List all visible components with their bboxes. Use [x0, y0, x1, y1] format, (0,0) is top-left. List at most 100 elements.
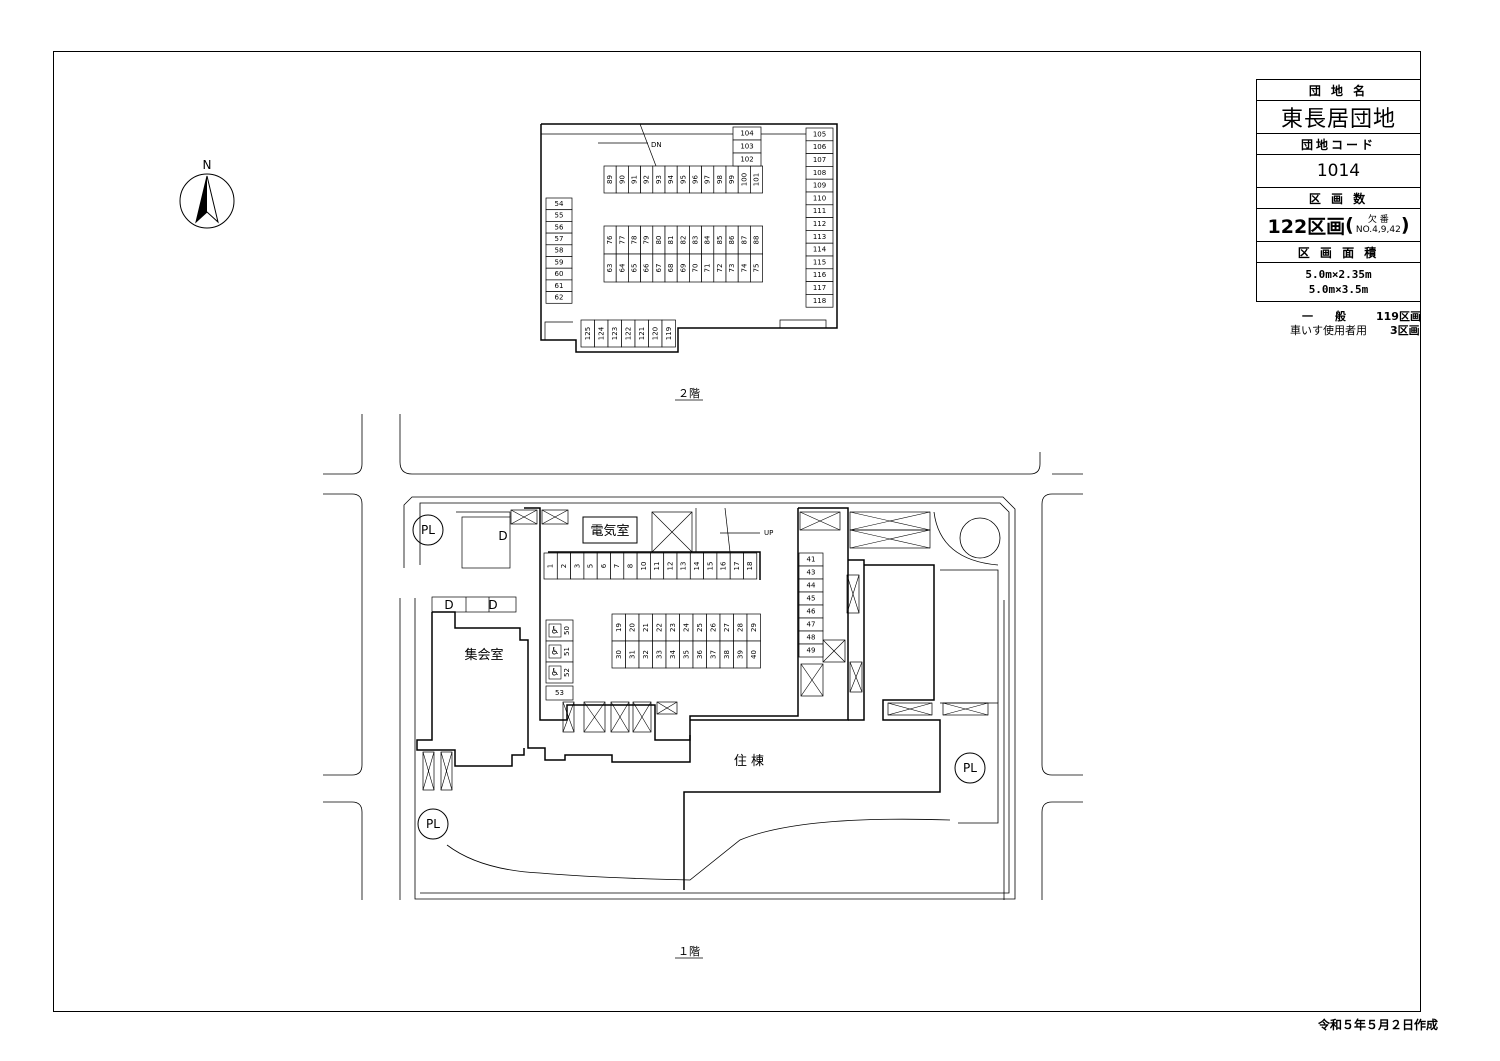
parking-space: 37 — [706, 640, 721, 669]
space-number: 58 — [555, 247, 564, 255]
crossed-bay — [846, 574, 860, 614]
meeting-room-label: 集会室 — [464, 647, 503, 663]
parking-space: 56 — [545, 221, 573, 234]
space-number: 107 — [813, 156, 826, 164]
space-number: 108 — [813, 169, 826, 177]
crossed-bay — [610, 701, 630, 733]
missing-numbers: NO.4,9,42 — [1355, 225, 1401, 235]
wheelchair-value: 3区画 — [1390, 324, 1420, 337]
parking-space: 49 — [798, 643, 824, 658]
parking-space: 103 — [732, 139, 762, 154]
parking-space: 81 — [664, 225, 678, 255]
space-number: 62 — [555, 293, 564, 301]
parking-space: 27 — [719, 613, 734, 642]
parking-space: 77 — [615, 225, 629, 255]
space-number: 8 — [626, 564, 634, 568]
parking-space: 33 — [652, 640, 667, 669]
parking-space: 84 — [701, 225, 715, 255]
space-number: 48 — [807, 634, 816, 642]
parking-space: 78 — [628, 225, 641, 255]
parking-space: 76 — [603, 225, 617, 255]
general-label: 一 般 — [1302, 310, 1346, 323]
space-number: 124 — [597, 326, 605, 340]
parking-space: 107 — [805, 153, 834, 167]
parking-space: 101 — [750, 165, 763, 194]
space-number: 54 — [555, 200, 564, 208]
space-number: 119 — [665, 327, 673, 340]
space-number: 49 — [807, 647, 816, 655]
space-number: 89 — [606, 175, 614, 184]
space-number: 118 — [813, 297, 826, 305]
space-number: 94 — [667, 175, 675, 184]
estate-name-header: 団 地 名 — [1257, 80, 1420, 101]
parking-space: 45 — [798, 591, 824, 606]
parking-space: 31 — [625, 640, 640, 669]
space-number: 116 — [813, 271, 827, 279]
dn-label: DN — [651, 141, 662, 149]
space-number: 6 — [600, 563, 608, 568]
space-number: 39 — [736, 650, 744, 659]
space-number: 74 — [740, 263, 748, 272]
space-number: 7 — [613, 564, 621, 568]
parking-space: 38 — [719, 640, 734, 669]
crossed-bay — [849, 511, 931, 531]
parking-space: 40 — [746, 640, 761, 669]
parking-space: 6 — [596, 552, 611, 580]
space-number: 61 — [555, 282, 564, 290]
space-number: 56 — [555, 223, 564, 231]
parking-space: 24 — [679, 613, 694, 642]
space-number: 25 — [696, 623, 704, 632]
space-number: 63 — [606, 264, 614, 273]
parking-space: 46 — [798, 604, 824, 619]
parking-space: 39 — [733, 640, 748, 669]
parking-space: 111 — [805, 204, 834, 218]
parking-space: 14 — [689, 552, 704, 580]
parking-space: 16 — [716, 552, 731, 580]
parking-space: 8 — [623, 552, 638, 580]
parking-space: 48 — [798, 630, 824, 645]
crossed-bay — [583, 701, 606, 733]
section-area-cell: 5.0m×2.35m 5.0m×3.5m — [1257, 263, 1420, 301]
space-number: 93 — [655, 175, 663, 184]
parking-space: 91 — [628, 165, 641, 194]
space-number: 99 — [728, 175, 736, 184]
parking-space: 15 — [703, 552, 718, 580]
space-number: 36 — [696, 650, 704, 659]
space-number: 112 — [813, 220, 826, 228]
parking-space: 19 — [611, 613, 626, 642]
d-label: D — [488, 598, 497, 612]
parking-space: 11 — [650, 552, 665, 580]
parking-space: 43 — [798, 565, 824, 580]
pl-marker-se: PL — [954, 752, 986, 784]
space-number: 81 — [667, 236, 675, 245]
parking-space: 7 — [610, 552, 625, 580]
parking-space: 86 — [725, 225, 739, 255]
parking-space: 105 — [805, 127, 834, 142]
parking-space: 23 — [665, 613, 680, 642]
crossed-bay — [887, 702, 933, 716]
estate-info-table: 団 地 名 東長居団地 団地コード 1014 区 画 数 122区画 ( 欠 番… — [1256, 79, 1421, 302]
parking-space: 115 — [805, 255, 834, 270]
space-number: 123 — [611, 327, 619, 340]
space-number: 82 — [679, 236, 687, 245]
pl-label: PL — [963, 761, 977, 775]
pl-marker-sw: PL — [417, 808, 449, 840]
parking-space: 95 — [676, 165, 690, 194]
space-number: 18 — [746, 562, 754, 571]
parking-space: 124 — [594, 319, 609, 348]
parking-space: 116 — [805, 268, 834, 282]
parking-space: 71 — [701, 253, 715, 283]
space-number: 31 — [628, 650, 636, 659]
space-number: 21 — [642, 623, 650, 632]
space-number: 79 — [643, 236, 651, 245]
first-floor-crossed-bays — [422, 509, 989, 791]
parking-space: 10 — [636, 552, 651, 580]
parking-space: 118 — [805, 294, 834, 308]
up-label: UP — [764, 529, 773, 537]
crossed-bay — [656, 701, 678, 715]
section-area-header: 区 画 面 積 — [1257, 242, 1420, 263]
wheelchair-icon: ♿ — [551, 647, 560, 658]
space-number: 102 — [740, 156, 753, 164]
